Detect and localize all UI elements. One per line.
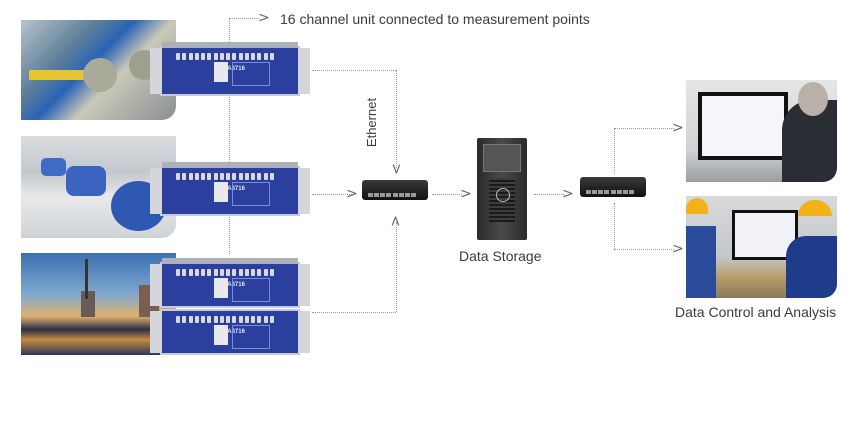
chimney	[85, 259, 88, 299]
motor-blue-2	[66, 166, 106, 196]
cooling-tower-1	[81, 291, 95, 317]
unit2-connector	[312, 194, 352, 195]
right-arrow-icon: >	[346, 186, 358, 202]
right-arrow-icon: >	[460, 186, 472, 202]
unit1-connector	[312, 70, 396, 71]
note-connector-horizontal	[229, 18, 259, 19]
analyst-monitor-photo	[686, 80, 837, 182]
measurement-unit-2: A3716	[150, 162, 310, 216]
engineer-right	[786, 236, 837, 298]
unit3-connector	[312, 312, 396, 313]
engineer-left	[686, 226, 716, 298]
data-storage-label: Data Storage	[459, 248, 542, 264]
pump-yellow-shaft	[29, 70, 99, 80]
down-arrow-icon: >	[387, 163, 404, 175]
data-storage-server	[477, 138, 527, 240]
monitor-screen	[698, 92, 788, 160]
storage-to-switch-connector	[534, 194, 564, 195]
up-arrow-icon: >	[387, 215, 404, 227]
right-arrow-icon: >	[672, 120, 684, 136]
pump-station-photo	[21, 20, 176, 120]
measurement-unit-1: A3716	[150, 42, 310, 96]
device-model-label: A3716	[227, 66, 245, 72]
unit3-rise	[396, 222, 397, 312]
switch2-to-team-connector	[614, 249, 674, 250]
measurement-unit-3a: A3716	[150, 258, 310, 308]
unit1-drop	[396, 70, 397, 168]
switch-to-storage-connector	[432, 194, 462, 195]
device-model-label: A3716	[227, 186, 245, 192]
device-model-label: A3716	[227, 282, 245, 288]
note-arrow-icon: >	[258, 10, 270, 26]
pump-motor	[83, 58, 117, 92]
switch2-up	[614, 128, 615, 174]
device-model-label: A3716	[227, 329, 245, 335]
measurement-unit-3b: A3716	[150, 309, 310, 355]
note-connector-vertical	[229, 18, 230, 254]
switch2-down	[614, 203, 615, 249]
motor-blue-3	[41, 158, 66, 176]
ethernet-label: Ethernet	[364, 97, 380, 148]
ethernet-switch-2	[580, 177, 646, 197]
switch2-to-monitor-connector	[614, 128, 674, 129]
channel-unit-note: 16 channel unit connected to measurement…	[280, 11, 590, 27]
right-arrow-icon: >	[562, 186, 574, 202]
analyst-head	[798, 82, 828, 116]
engineers-photo	[686, 196, 837, 298]
data-control-label: Data Control and Analysis	[675, 304, 837, 320]
hard-hat-left	[686, 198, 708, 214]
ethernet-switch-1	[362, 180, 428, 200]
right-arrow-icon: >	[672, 241, 684, 257]
hard-hat-right	[798, 200, 832, 216]
server-logo-icon	[496, 188, 510, 202]
